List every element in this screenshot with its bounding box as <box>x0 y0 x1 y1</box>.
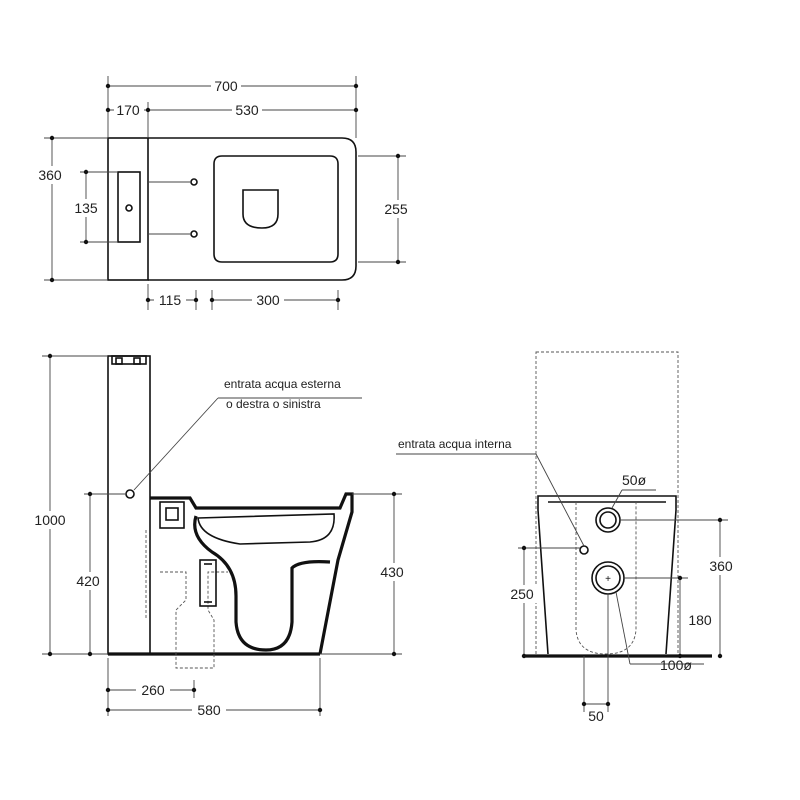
dim-inlet-height-rear: 360 <box>620 517 738 659</box>
side-view: entrata acqua esterna o destra o sinistr… <box>26 353 410 719</box>
bowl-rim-top <box>213 155 339 263</box>
dim-side-depth: 580 <box>105 658 323 719</box>
note-external-inlet-line1: entrata acqua esterna <box>224 377 341 391</box>
tank-outlet-slot <box>117 171 141 243</box>
dim-overall-depth: 360 <box>34 135 108 283</box>
dim-internal-inlet-height: 250 <box>504 545 580 659</box>
label-360-rear: 360 <box>709 558 733 574</box>
label-530: 530 <box>235 102 259 118</box>
label-115: 115 <box>159 292 182 308</box>
dim-fixings: 115 300 <box>145 284 341 310</box>
bowl-trap <box>193 515 331 652</box>
bowl-opening-top <box>242 189 279 229</box>
label-250: 250 <box>510 586 534 602</box>
label-1000: 1000 <box>34 512 65 528</box>
dim-tank-bowl: 170 530 <box>105 101 359 138</box>
top-view: 700 170 530 360 135 <box>34 76 414 310</box>
dim-inlet-height: 420 <box>72 491 126 657</box>
internal-inlet-hole <box>579 545 589 555</box>
label-260: 260 <box>141 682 165 698</box>
outlet-pipe-dashed <box>160 571 228 669</box>
label-50: 50 <box>588 708 604 724</box>
label-580: 580 <box>197 702 221 718</box>
dim-outlet-width: 50 <box>581 594 611 724</box>
label-420: 420 <box>76 573 100 589</box>
label-300: 300 <box>256 292 280 308</box>
label-360-top: 360 <box>38 167 62 183</box>
label-255: 255 <box>384 201 408 217</box>
dim-outlet-spacing: 135 <box>70 169 118 245</box>
tank-side-outline <box>107 355 151 655</box>
tank-outlet-hole <box>125 204 133 212</box>
outlet-rear-inner <box>595 565 621 591</box>
rear-recess <box>575 502 637 655</box>
tank-rear-dotted <box>535 351 679 657</box>
label-700: 700 <box>214 78 238 94</box>
inlet-rear-inner <box>599 511 617 529</box>
dim-total-height: 1000 <box>26 353 108 657</box>
rear-view: + entrata acqua interna 50ø 360 180 <box>396 351 738 724</box>
note-external-inlet-line2: o destra o sinistra <box>226 397 321 411</box>
note-internal-inlet: entrata acqua interna <box>398 437 512 451</box>
bowl-side-shell <box>150 492 354 655</box>
dim-outlet-height-rear: 180 <box>624 575 718 659</box>
label-100-dia: 100ø <box>660 657 692 673</box>
dim-bowl-width: 255 <box>358 153 414 265</box>
label-50-dia: 50ø <box>622 472 647 488</box>
label-170: 170 <box>116 102 140 118</box>
bowl-rear-outline <box>537 495 677 655</box>
dim-overall-width: 700 <box>105 76 359 138</box>
label-180: 180 <box>688 612 712 628</box>
tank-lid <box>111 355 147 365</box>
tank-top-outline <box>107 137 149 281</box>
dim-outlet-offset: 260 <box>105 658 197 716</box>
label-430: 430 <box>380 564 404 580</box>
fixing-hole-upper <box>190 178 198 186</box>
dim-bowl-height: 430 <box>320 491 410 657</box>
label-135: 135 <box>74 200 98 216</box>
bowl-top-outline <box>148 137 357 281</box>
fixing-hole-lower <box>190 230 198 238</box>
svg-text:+: + <box>605 574 611 585</box>
external-inlet-hole <box>125 489 135 499</box>
